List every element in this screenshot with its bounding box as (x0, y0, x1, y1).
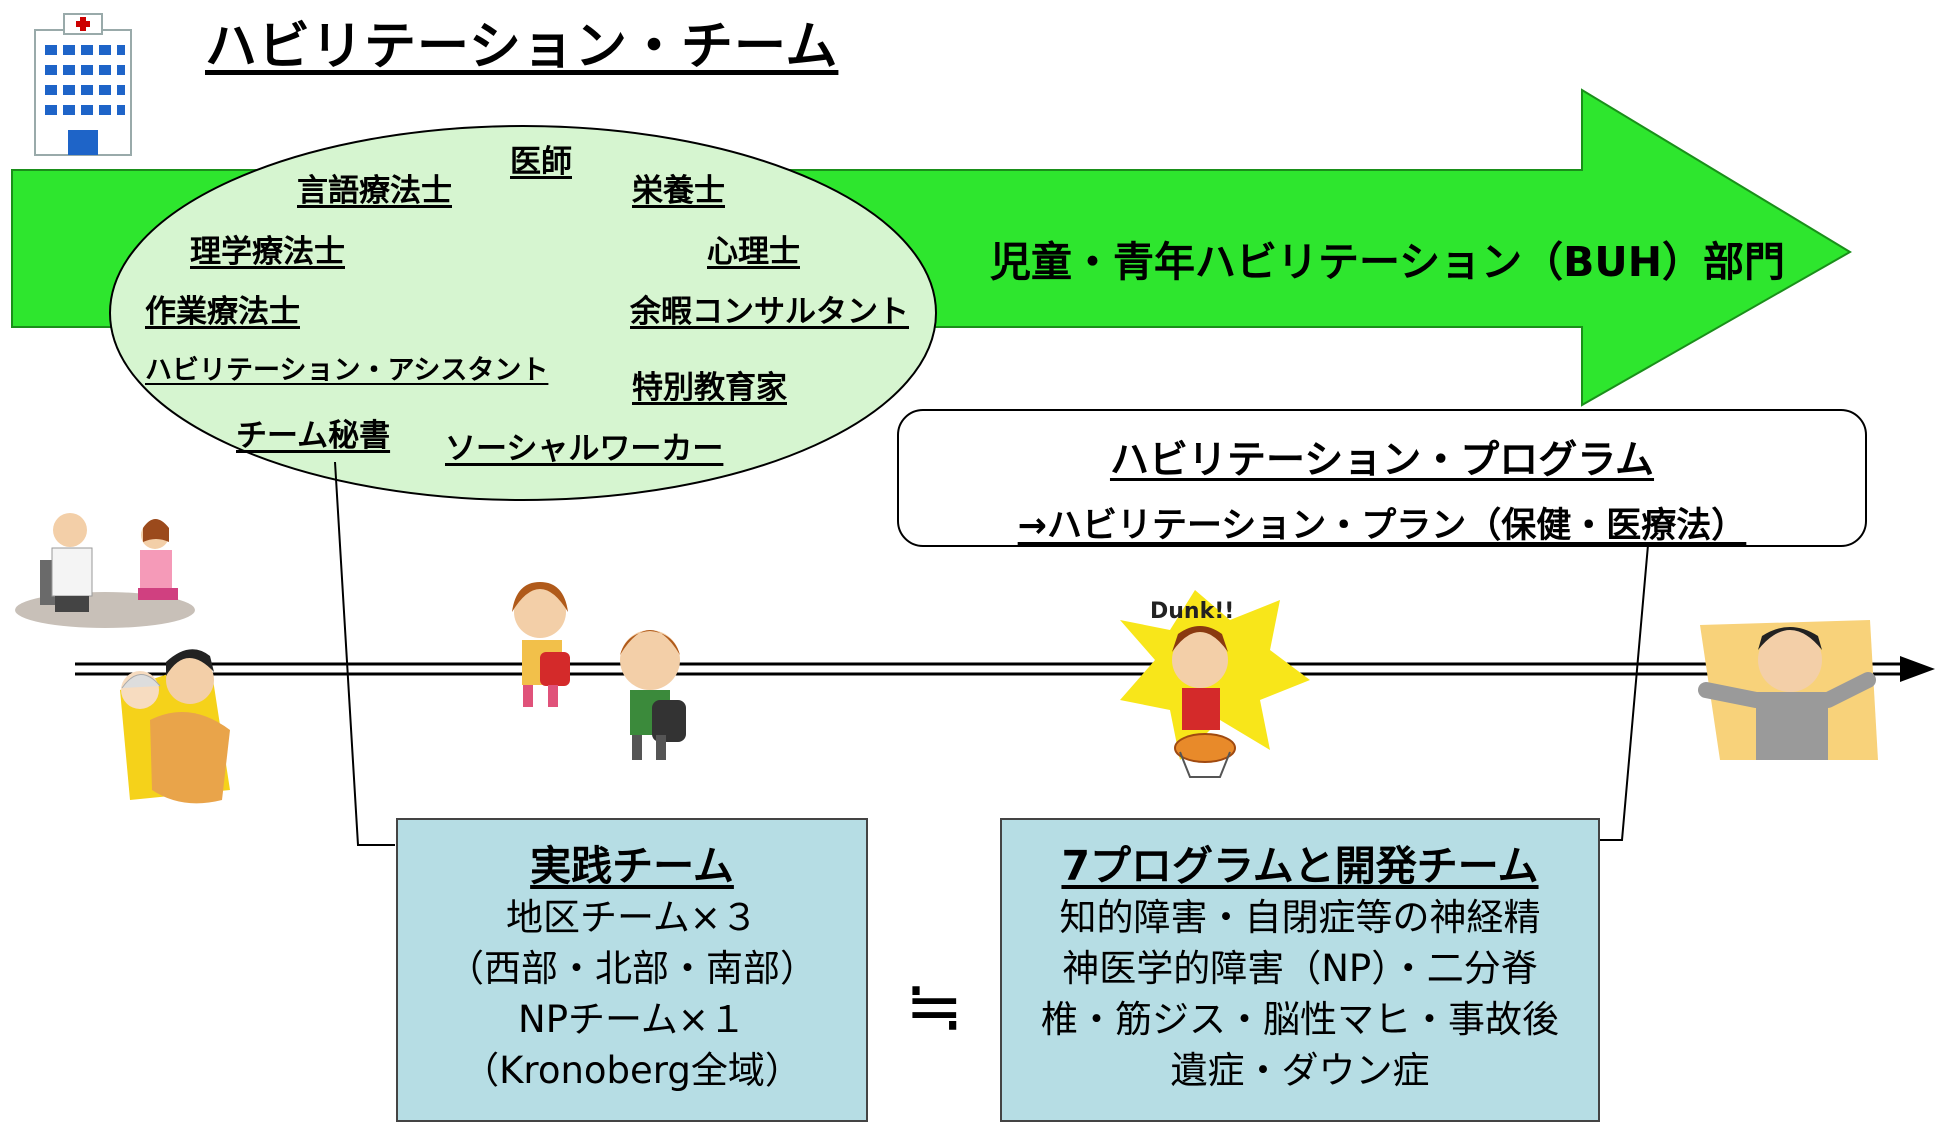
habilitation-program-box: ハビリテーション・プログラム →ハビリテーション・プラン（保健・医療法） (897, 409, 1867, 547)
timeline-arrow (75, 656, 1935, 682)
schoolchildren-illustration (512, 582, 686, 760)
member-doctor: 医師 (510, 144, 572, 180)
member-social-worker: ソーシャルワーカー (445, 431, 724, 467)
team-ellipse (109, 125, 937, 501)
development-team-line: 神医学的障害（NP）・二分脊 (1062, 947, 1538, 990)
development-team-box: 7プログラムと開発チーム 知的障害・自閉症等の神経精 神医学的障害（NP）・二分… (1000, 818, 1600, 1122)
department-label: 児童・青年ハビリテーション（BUH）部門 (990, 238, 1786, 286)
parent-with-baby-illustration (120, 649, 230, 804)
practice-team-line: 地区チーム×３ (506, 896, 758, 939)
practice-team-title: 実践チーム (530, 842, 734, 890)
hospital-icon (34, 13, 132, 156)
development-team-line: 知的障害・自閉症等の神経精 (1059, 896, 1541, 939)
adult-worker-illustration (1698, 620, 1878, 760)
development-team-line: 遺症・ダウン症 (1170, 1049, 1430, 1092)
member-team-secretary: チーム秘書 (236, 418, 391, 454)
program-subtitle: →ハビリテーション・プラン（保健・医療法） (1017, 506, 1747, 546)
program-title: ハビリテーション・プログラム (1109, 438, 1655, 483)
doctor-consultation-illustration (15, 513, 195, 628)
member-psychologist: 心理士 (707, 234, 800, 270)
practice-team-box: 実践チーム 地区チーム×３ （西部・北部・南部） NPチーム×１ （Kronob… (396, 818, 868, 1122)
dunk-text: Dunk!! (1150, 599, 1234, 624)
member-physical-therapist: 理学療法士 (190, 234, 345, 270)
practice-team-line: （Kronoberg全域） (462, 1049, 802, 1092)
practice-team-line: NPチーム×１ (518, 998, 746, 1041)
development-team-line: 椎・筋ジス・脳性マヒ・事故後 (1041, 998, 1559, 1041)
member-leisure-consultant: 余暇コンサルタント (630, 294, 909, 330)
approx-equal-symbol: ≒ (905, 965, 964, 1047)
member-habilitation-assistant: ハビリテーション・アシスタント (145, 355, 549, 386)
member-occupational-therapist: 作業療法士 (145, 294, 300, 330)
page-title: ハビリテーション・チーム (205, 17, 839, 77)
member-special-educator: 特別教育家 (632, 370, 787, 406)
basketball-dunk-illustration: Dunk!! (1120, 590, 1310, 778)
development-team-title: 7プログラムと開発チーム (1061, 842, 1539, 890)
connector-line-right (1600, 544, 1649, 841)
practice-team-line: （西部・北部・南部） (447, 947, 817, 990)
member-dietitian: 栄養士 (632, 173, 725, 209)
member-speech-therapist: 言語療法士 (297, 173, 452, 209)
connector-line-left (334, 461, 395, 846)
